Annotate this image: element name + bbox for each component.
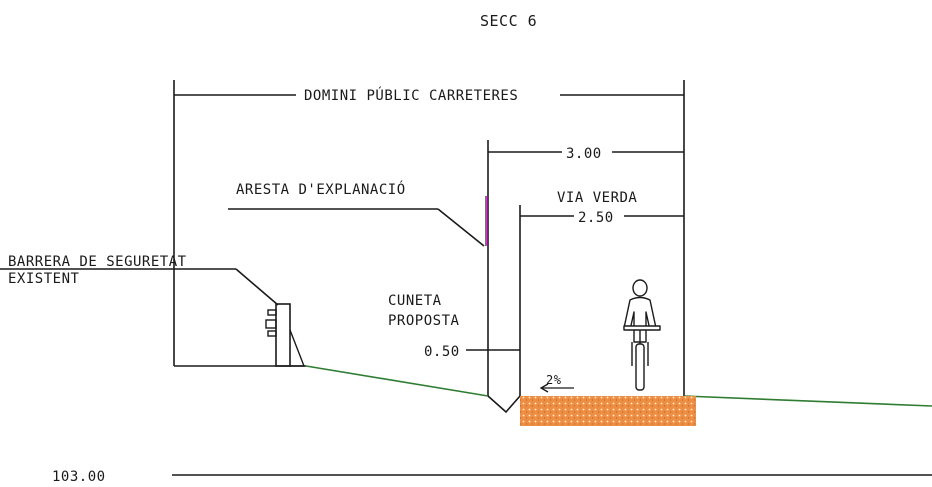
dim-250-label: 2.50 [578, 210, 614, 226]
terrain-right-slope [683, 395, 932, 407]
cuneta-label-line2: PROPOSTA [388, 313, 460, 329]
barrera-label-line2: EXISTENT [8, 271, 80, 287]
section-title: SECC 6 [480, 12, 537, 30]
domini-label: DOMINI PÚBLIC CARRETERES [304, 86, 518, 104]
safety-barrier-icon [265, 303, 306, 367]
slope-label: 2% [546, 373, 562, 387]
barrera-label-line1: BARRERA DE SEGURETAT [8, 254, 187, 270]
cyclist-icon [623, 279, 661, 391]
aresta-leader-diagonal [437, 208, 485, 247]
slope-arrow-icon [539, 383, 574, 393]
terrain-left-slope [305, 365, 489, 397]
barrera-leader-diagonal [235, 268, 279, 306]
via-verda-pavement [520, 396, 696, 426]
via-verda-label: VIA VERDA [557, 190, 637, 206]
dim-3-label: 3.00 [566, 146, 602, 162]
dim-050-label: 0.50 [424, 344, 460, 360]
cuneta-label-line1: CUNETA [388, 293, 442, 309]
aresta-label: ARESTA D'EXPLANACIÓ [236, 180, 406, 198]
reference-level-label: 103.00 [52, 469, 106, 485]
cuneta-ditch [487, 395, 521, 414]
